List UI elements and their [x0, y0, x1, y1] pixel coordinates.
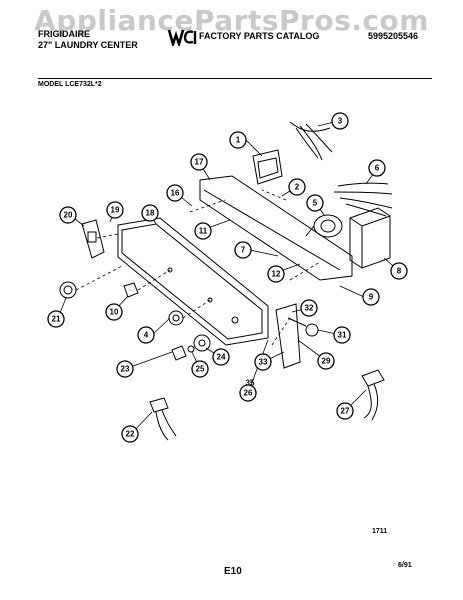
svg-text:5: 5 [313, 199, 318, 208]
svg-text:22: 22 [126, 430, 135, 439]
switch-bracket [275, 303, 319, 369]
svg-text:18: 18 [146, 209, 155, 218]
callout-9[interactable]: 9 [362, 288, 380, 306]
svg-text:12: 12 [272, 270, 281, 279]
callout-20[interactable]: 20 [59, 206, 77, 224]
callout-18[interactable]: 18 [141, 204, 159, 222]
svg-text:2: 2 [295, 183, 300, 192]
product-name: 27" LAUNDRY CENTER [38, 40, 138, 50]
knob-small [171, 345, 187, 361]
callout-4[interactable]: 4 [137, 326, 155, 344]
model-label: MODEL LCE732L*2 [38, 81, 102, 88]
wci-logo [167, 28, 197, 46]
svg-text:3: 3 [338, 117, 343, 126]
callout-23[interactable]: 23 [116, 360, 134, 378]
callout-31[interactable]: 31 [333, 326, 351, 344]
svg-text:24: 24 [217, 353, 226, 362]
svg-text:27: 27 [341, 407, 350, 416]
header-rule [38, 78, 432, 79]
callout-8[interactable]: 8 [390, 262, 408, 280]
timer [252, 149, 283, 185]
svg-text:33: 33 [259, 358, 268, 367]
svg-text:31: 31 [338, 331, 347, 340]
callout-33[interactable]: 33 [254, 353, 272, 371]
svg-text:20: 20 [64, 211, 73, 220]
page-code: E10 [224, 566, 242, 577]
callout-10[interactable]: 10 [105, 303, 123, 321]
callout-32[interactable]: 32 [300, 299, 318, 317]
callout-22[interactable]: 22 [121, 425, 139, 443]
callout-2[interactable]: 2 [288, 178, 306, 196]
svg-text:29: 29 [322, 357, 331, 366]
wire-harness-lower-left [149, 397, 177, 441]
callout-12[interactable]: 12 [267, 265, 285, 283]
callout-3[interactable]: 3 [331, 112, 349, 130]
svg-text:26: 26 [244, 389, 253, 398]
clip [187, 345, 195, 353]
callout-26[interactable]: 26 [239, 384, 257, 402]
svg-text:6: 6 [375, 164, 380, 173]
wire-harness-right [333, 182, 393, 217]
brand-name: FRIGIDAIRE [38, 29, 91, 39]
svg-text:19: 19 [111, 206, 120, 215]
callout-24[interactable]: 24 [212, 348, 230, 366]
svg-text:32: 32 [305, 304, 314, 313]
wci-logo-graphic [167, 29, 197, 46]
callout-25[interactable]: 25 [191, 360, 209, 378]
revision-date: 6/91 [398, 562, 412, 569]
catalog-part-number: 5995205546 [368, 31, 419, 41]
svg-text:4: 4 [144, 331, 149, 340]
callout-6[interactable]: 6 [368, 159, 386, 177]
svg-text:35: 35 [246, 379, 255, 388]
svg-text:10: 10 [110, 308, 119, 317]
callout-7[interactable]: 7 [234, 241, 252, 259]
svg-text:21: 21 [52, 315, 61, 324]
catalog-title: FACTORY PARTS CATALOG [199, 31, 320, 41]
svg-text:23: 23 [121, 365, 130, 374]
knob-dial [193, 334, 211, 352]
wire-harness-lower-right [361, 369, 385, 421]
callout-29[interactable]: 29 [317, 352, 335, 370]
svg-text:9: 9 [369, 293, 374, 302]
callout-27[interactable]: 27 [336, 402, 354, 420]
callout-17[interactable]: 17 [190, 153, 208, 171]
rear-bracket [199, 175, 353, 281]
callout-21[interactable]: 21 [47, 310, 65, 328]
spacer [123, 282, 139, 298]
callout-35[interactable]: 35 [246, 379, 255, 388]
callout-1[interactable]: 1 [229, 131, 247, 149]
svg-text:25: 25 [196, 365, 205, 374]
svg-text:16: 16 [171, 189, 180, 198]
svg-text:8: 8 [397, 267, 402, 276]
callout-11[interactable]: 11 [194, 222, 212, 240]
end-bracket [81, 219, 105, 259]
figure-code: 1711 [372, 528, 388, 535]
watermark: AppliancePartsPros.com [34, 4, 429, 37]
timer-motor [305, 214, 343, 238]
callout-19[interactable]: 19 [106, 201, 124, 219]
callout-16[interactable]: 16 [166, 184, 184, 202]
svg-text:1: 1 [236, 136, 241, 145]
wire-harness-top [289, 121, 333, 161]
svg-text:7: 7 [241, 246, 246, 255]
svg-text:11: 11 [199, 227, 208, 236]
switch-box [349, 207, 391, 269]
assembly-guide-lines [75, 189, 321, 346]
callout-5[interactable]: 5 [306, 194, 324, 212]
svg-text:17: 17 [195, 158, 204, 167]
